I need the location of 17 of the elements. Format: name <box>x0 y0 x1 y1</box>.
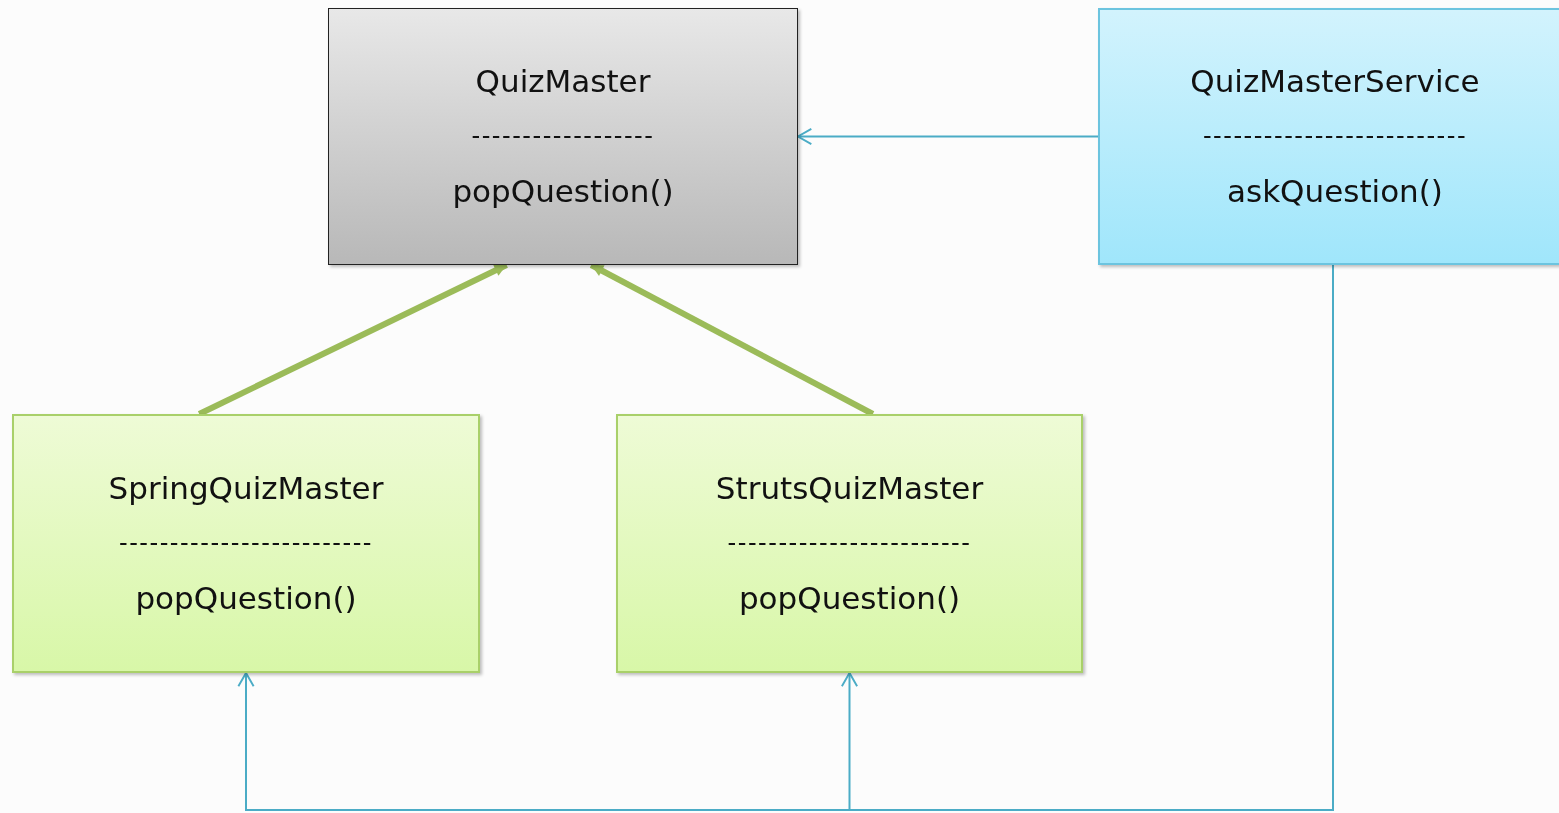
method-name: popQuestion() <box>738 579 961 618</box>
separator-line: -------------------------- <box>1201 121 1469 152</box>
separator-line: ------------------ <box>471 121 655 152</box>
class-name: StrutsQuizMaster <box>715 469 984 508</box>
method-name: askQuestion() <box>1226 172 1444 211</box>
class-box <box>12 414 480 673</box>
arrow <box>797 127 1099 146</box>
class-name: SpringQuizMaster <box>108 469 384 508</box>
class-name: QuizMasterService <box>1189 62 1481 101</box>
class-box <box>328 8 798 265</box>
method-name: popQuestion() <box>135 579 357 618</box>
separator-line: ------------------------- <box>119 528 373 559</box>
class-name: QuizMaster <box>475 62 651 101</box>
class-box <box>1098 8 1559 265</box>
method-name: popQuestion() <box>452 172 674 211</box>
separator-line: ------------------------ <box>727 528 972 559</box>
class-box <box>616 414 1083 673</box>
